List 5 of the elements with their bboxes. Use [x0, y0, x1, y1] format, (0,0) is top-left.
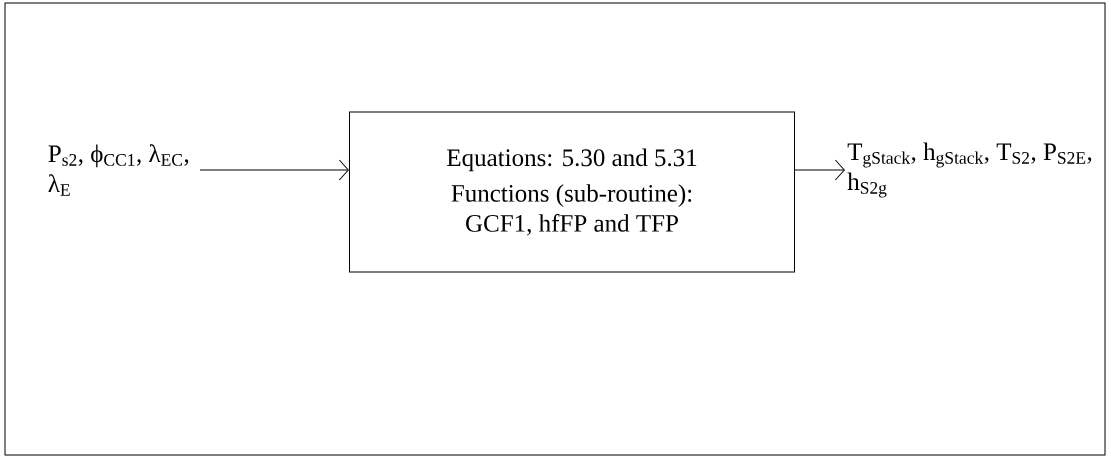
arrow	[199, 159, 349, 181]
input-label: P$_{s2}$, ϕ$_{CC1}$, λ$_{EC}$, λ$_{E}$	[48, 144, 189, 196]
arrow	[794, 159, 845, 181]
output-label: T$_{gStack}$, h$_{gStack}$, T$_{S2}$, P$_{S2E}$, h$_{S2g}$	[847, 142, 1092, 198]
process-box: Equations: 5.30 and 5.31 Functions (sub-routine): GCF1, hfFP and TFP	[349, 111, 795, 273]
